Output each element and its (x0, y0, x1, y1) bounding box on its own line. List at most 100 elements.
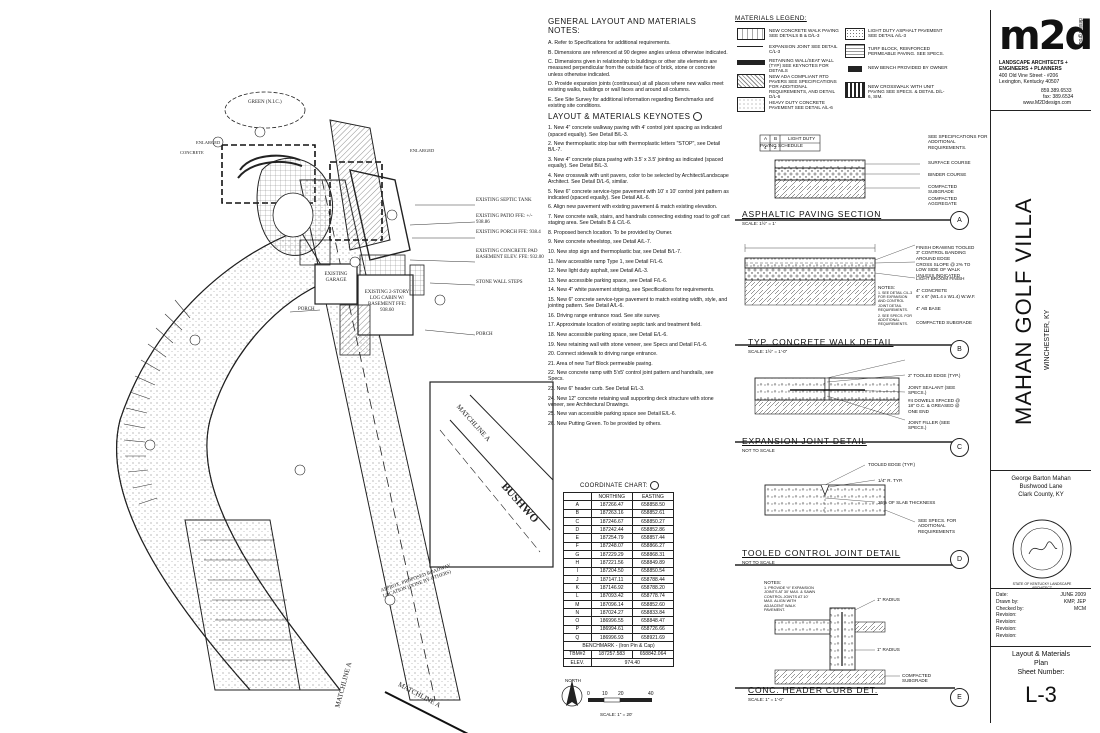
legend-title: MATERIALS LEGEND: (735, 15, 807, 22)
paving-col: B (774, 136, 778, 141)
keynote: 18. New accessible parking space, see De… (548, 331, 668, 338)
divider (991, 470, 1091, 471)
keynote: 20. Connect sidewalk to driving range en… (548, 351, 658, 358)
detail-note: JOINT SEALANT (SEE SPECS.) (908, 385, 956, 396)
table-cell: 187093.42 (590, 591, 633, 601)
detail-note: LIGHT BROOM FINISH (916, 276, 965, 281)
keynote: 25. New van accessible parking space see… (548, 411, 677, 418)
paving-col: LIGHT DUTY (788, 136, 816, 141)
table-cell: 658866.27 (631, 541, 675, 552)
table-cell: 658849.89 (631, 558, 675, 568)
detail-scale: NOT TO SCALE (742, 560, 775, 565)
detail-note: TOOLED EDGE (TYP.) (868, 462, 916, 467)
detail-title: TOOLED CONTROL JOINT DETAIL (742, 548, 901, 558)
legend-label: RETAINING WALL/SEAT WALL (TYP) SEE KEYNO… (769, 58, 834, 73)
scale-tick: 0 (587, 691, 590, 697)
concrete-label: CONCRETE (180, 150, 204, 155)
keynote: 10. New stop sign and thermoplastic bar,… (548, 248, 682, 255)
keynotes-title: LAYOUT & MATERIALS KEYNOTES (548, 112, 730, 122)
table-cell: D (563, 525, 592, 535)
firm-fax: fax: 389.6534 (1043, 94, 1074, 100)
table-cell: TBM#2 (563, 649, 592, 659)
table-cell: L (563, 591, 592, 601)
table-cell: I (563, 566, 592, 576)
north-arrow-icon (566, 680, 578, 706)
table-cell: 658858.50 (631, 500, 675, 510)
hexagon-icon (693, 112, 703, 122)
septic-label: EXISTING SEPTIC TANK (476, 198, 532, 203)
table-cell: P (563, 624, 592, 635)
table-cell: 186996.93 (590, 633, 633, 643)
date-row: Date:JUNE 2009 (996, 592, 1086, 598)
keynote: 15. New 6" concrete service-type pavemen… (548, 296, 728, 310)
detail-note: SEE SPECIFICATIONS FOR ADDITIONAL REQUIR… (928, 134, 988, 150)
revision-row: Revision: (996, 612, 1017, 619)
keynote: 26. New Putting Green. To be provided by… (548, 421, 662, 428)
north-arrow-scale (561, 680, 652, 707)
table-header-row: NORTHING EASTING (563, 491, 675, 502)
table-cell: 658788.20 (631, 583, 675, 593)
keynote: 7. New concrete walk, stairs, and handra… (548, 213, 730, 227)
legend-swatch (737, 97, 765, 112)
north-label: NORTH (565, 678, 581, 683)
keynote: 16. Driving range entrance road. See sit… (548, 312, 661, 319)
detail-note: COMPACTED AGGREGATE (928, 196, 958, 207)
table-cell: E (563, 533, 592, 543)
table-cell: 187257.583 (590, 649, 633, 659)
patio-label: EXISTING PATIO FFE: +/- 938.86 (476, 214, 533, 225)
detail-note: CROSS SLOPE @ 2% TO LOW SIDE OF WALK UNL… (916, 262, 971, 278)
keynote: 9. New concrete wheelstop, see Detail A/… (548, 239, 652, 246)
bench-icon (848, 66, 862, 72)
legend-swatch (737, 74, 765, 88)
site-plan (115, 91, 554, 733)
sheet-title: Layout & Materials (1012, 651, 1070, 658)
detail-tag: D (950, 550, 969, 569)
cabin-label: EXISTING 2-STORY LOG CABIN W/ BASEMENT F… (364, 290, 410, 313)
detail-scale: NOT TO SCALE (742, 448, 775, 453)
detail-scale: SCALE: 1½" = 1' (742, 221, 776, 226)
enlarged-label: ENLARGED (410, 148, 435, 153)
scale-tick: 40 (648, 691, 654, 697)
firm-address: Lexington, Kentucky 40507 (999, 79, 1060, 85)
table-cell: 187146.92 (590, 583, 633, 593)
general-notes-title: GENERAL LAYOUT AND MATERIALS NOTES: (548, 17, 697, 35)
sheet-number: L-3 (1025, 682, 1057, 707)
owner-block: George Barton Mahan Bushwood Lane Clark … (991, 475, 1091, 499)
keynote: 23. New 6" header curb. See Detail E/L-3… (548, 386, 645, 393)
general-note: D. Provide expansion joints (continuous)… (548, 81, 724, 94)
legend-swatch (737, 60, 765, 65)
table-cell: 974.40 (590, 657, 675, 668)
detail-title: TYP. CONCRETE WALK DETAIL (748, 337, 894, 347)
general-note: A. Refer to Specifications for additiona… (548, 40, 671, 46)
table-cell: ELEV. (563, 657, 592, 668)
table-cell: 187246.67 (590, 516, 633, 527)
sheet-title: Plan (1033, 660, 1048, 667)
detail-note: 2" TOOLED EDGE (TYP.) (908, 373, 961, 378)
table-cell: C (563, 516, 592, 527)
legend-swatch (845, 44, 865, 58)
revision-row: Revision: (996, 625, 1017, 632)
detail-note: COMPACTED SUBGRADE (928, 184, 958, 195)
table-cell: 187263.16 (590, 508, 633, 518)
keynote: 14. New 4" white pavement striping, see … (548, 287, 715, 294)
benchmark-label: BENCHMARK - (Iron Pin & Cap) (563, 641, 674, 651)
table-cell: N (563, 608, 592, 618)
drawn-row: Drawn by:KMP, JEP (996, 598, 1086, 605)
firm-address: 400 Old Vine Street - #206 (999, 73, 1059, 79)
keynote: 22. New concrete ramp with 5'x5' control… (548, 370, 714, 383)
legend-label: NEW BENCH PROVIDED BY OWNER (868, 65, 948, 70)
detail-tag: B (950, 340, 969, 359)
revision-row: Revision: (996, 619, 1017, 626)
firm-logo-sub: design group (1077, 18, 1083, 47)
scale-tick: 20 (618, 691, 624, 697)
